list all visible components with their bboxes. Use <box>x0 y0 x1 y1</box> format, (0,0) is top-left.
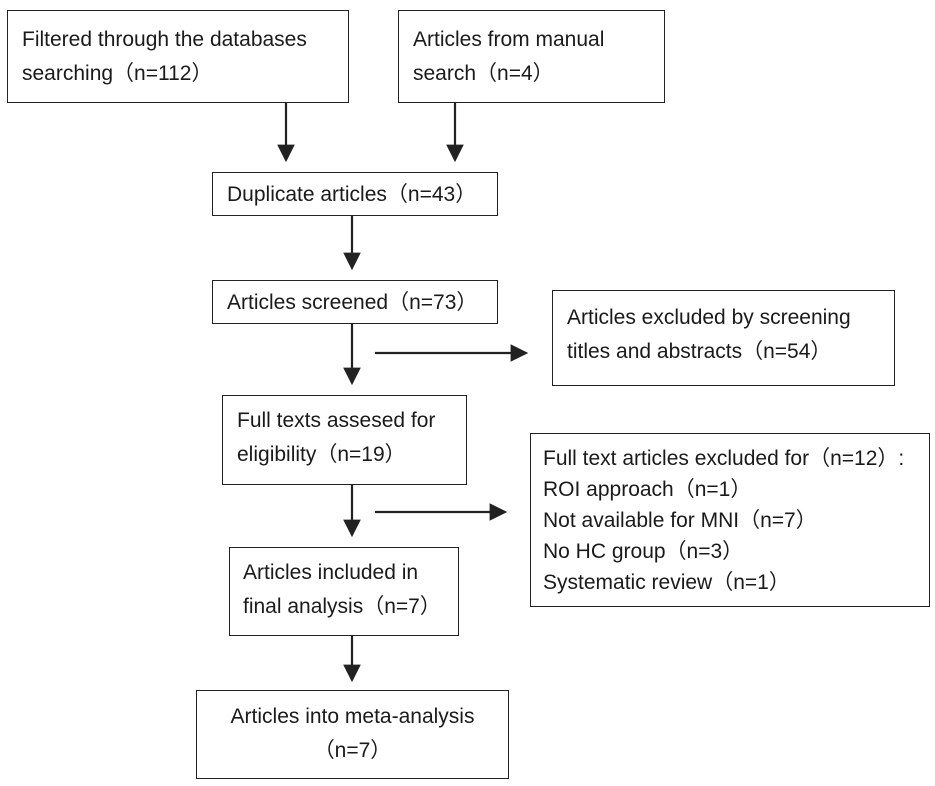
box-excluded-fulltext: Full text articles excluded for（n=12）: R… <box>530 433 930 607</box>
box-excluded-screening-line-1: Articles excluded by screening <box>567 306 851 329</box>
box-excluded-fulltext-line-5: Systematic review（n=1） <box>543 571 790 594</box>
box-meta-line-2: （n=7） <box>313 739 392 762</box>
box-articles-included: Articles included in final analysis（n=7） <box>229 547 459 636</box>
box-excluded-fulltext-line-4: No HC group（n=3） <box>543 540 744 563</box>
box-full-texts-line-1: Full texts assesed for <box>237 409 436 432</box>
box-databases-line-1: Filtered through the databases <box>22 28 307 51</box>
box-manual-search: Articles from manual search（n=4） <box>398 10 665 103</box>
box-excluded-screening-line-2: titles and abstracts（n=54） <box>567 340 832 363</box>
box-articles-screened: Articles screened（n=73） <box>212 280 498 324</box>
box-full-texts-assessed: Full texts assesed for eligibility（n=19） <box>222 395 467 485</box>
box-manual-line-1: Articles from manual <box>413 28 605 51</box>
box-duplicate-articles: Duplicate articles（n=43） <box>212 172 498 216</box>
box-screened-line-1: Articles screened（n=73） <box>227 291 478 314</box>
box-full-texts-line-2: eligibility（n=19） <box>237 443 406 466</box>
box-excluded-fulltext-line-3: Not available for MNI（n=7） <box>543 509 817 532</box>
box-included-line-2: final analysis（n=7） <box>243 595 441 618</box>
box-included-line-1: Articles included in <box>243 561 419 584</box>
box-excluded-fulltext-line-1: Full text articles excluded for（n=12）: <box>543 447 905 470</box>
box-excluded-fulltext-line-2: ROI approach（n=1） <box>543 478 752 501</box>
box-databases-line-2: searching（n=112） <box>22 62 213 85</box>
box-databases-search: Filtered through the databases searching… <box>7 10 349 103</box>
box-manual-line-2: search（n=4） <box>413 62 554 85</box>
box-duplicates-line-1: Duplicate articles（n=43） <box>227 183 477 206</box>
box-excluded-screening: Articles excluded by screening titles an… <box>552 290 895 386</box>
box-meta-analysis: Articles into meta-analysis （n=7） <box>196 690 509 779</box>
box-meta-line-1: Articles into meta-analysis <box>230 705 475 728</box>
